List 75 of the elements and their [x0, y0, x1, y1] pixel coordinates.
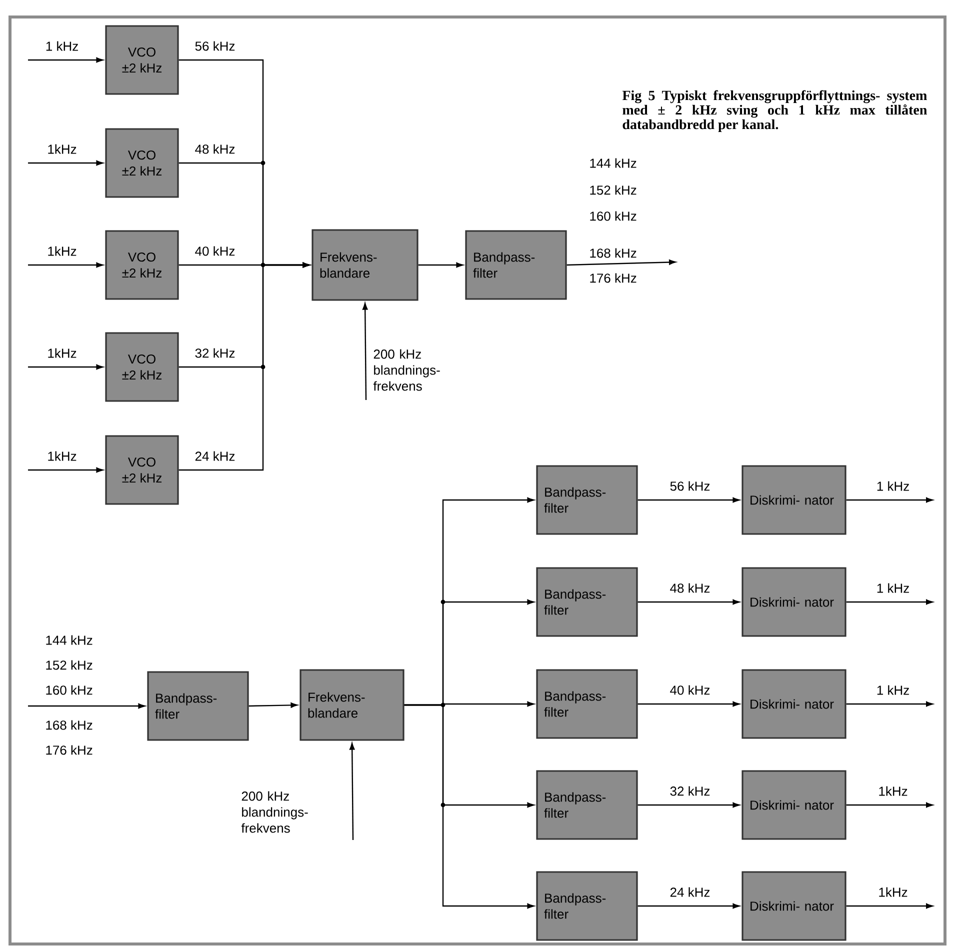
arrow — [638, 903, 740, 909]
filter-box: Bandpass- filter — [465, 230, 567, 300]
arrow — [846, 903, 933, 909]
arrow — [28, 262, 104, 268]
arrow — [28, 467, 104, 473]
discriminator-box: Diskrimi- nator — [742, 871, 846, 941]
edge-label: 1kHz — [48, 144, 76, 154]
frequency-label: 168 kHz — [46, 720, 92, 730]
edge-label: 56 kHz — [670, 481, 710, 491]
vco-box: VCO ±2 kHz — [105, 332, 179, 402]
arrow — [638, 802, 740, 808]
filter-box: Bandpass- filter — [536, 871, 638, 941]
edge-label: 56 kHz — [195, 41, 235, 51]
edge-label: 200 kHz blandnings- frekvens — [373, 349, 440, 391]
edge-label: 1 kHz — [877, 583, 909, 593]
edge-label: 40 kHz — [670, 685, 710, 695]
arrow — [28, 703, 146, 709]
arrow — [846, 497, 933, 503]
arrow — [28, 57, 104, 63]
arrow — [846, 599, 933, 605]
discriminator-box: Diskrimi- nator — [742, 465, 846, 535]
frequency-label: 176 kHz — [46, 745, 92, 755]
edge-label: 1 kHz — [46, 41, 78, 51]
arrow — [248, 702, 298, 708]
arrow — [404, 704, 534, 909]
edge-label: 1kHz — [48, 451, 76, 461]
mixer-box: Frekvens- blandare — [300, 669, 404, 741]
edge-label: 200 kHz blandnings- frekvens — [241, 791, 308, 833]
figure-caption: Fig 5 Typiskt frekvensgruppförflyttnings- system med ± 2 kHz sving och 1 kHz max tillåten databandbredd per kanal. — [622, 90, 927, 132]
filter-box: Bandpass- filter — [536, 465, 638, 535]
frequency-label: 160 kHz — [590, 211, 636, 221]
frequency-label: 144 kHz — [590, 158, 636, 168]
frequency-label: 160 kHz — [46, 685, 92, 695]
arrow — [638, 497, 740, 503]
edge-label: 32 kHz — [195, 348, 235, 358]
discriminator-box: Diskrimi- nator — [742, 770, 846, 840]
frequency-label: 144 kHz — [46, 635, 92, 645]
vco-box: VCO ±2 kHz — [105, 25, 179, 95]
edge-label: 40 kHz — [195, 246, 235, 256]
arrow — [638, 599, 740, 605]
edge-label: 1kHz — [879, 786, 908, 796]
arrow — [28, 160, 104, 166]
filter-box: Bandpass- filter — [147, 671, 249, 741]
vco-box: VCO ±2 kHz — [105, 230, 179, 300]
edge-label: 1kHz — [48, 348, 76, 358]
vco-box: VCO ±2 kHz — [105, 128, 179, 198]
arrow — [638, 701, 740, 707]
edge-label: 24 kHz — [195, 451, 235, 461]
edge-label: 24 kHz — [670, 887, 710, 897]
edge-label: 32 kHz — [670, 786, 710, 796]
edge-label: 48 kHz — [195, 144, 235, 154]
edge-label: 48 kHz — [670, 583, 710, 593]
discriminator-box: Diskrimi- nator — [742, 669, 846, 739]
arrow — [349, 742, 355, 840]
arrow — [362, 302, 368, 400]
frequency-label: 176 kHz — [590, 273, 636, 283]
arrow — [418, 262, 464, 268]
mixer-box: Frekvens- blandare — [312, 229, 418, 301]
edge-label: 1 kHz — [877, 481, 909, 491]
edge-label: 1kHz — [48, 246, 76, 256]
filter-box: Bandpass- filter — [536, 567, 638, 637]
discriminator-box: Diskrimi- nator — [742, 567, 846, 637]
filter-box: Bandpass- filter — [536, 669, 638, 739]
frequency-label: 168 kHz — [590, 248, 636, 258]
edge-label: 1 kHz — [877, 685, 909, 695]
arrow — [28, 364, 104, 370]
edge-label: 1kHz — [879, 887, 908, 897]
arrow — [846, 802, 933, 808]
vco-box: VCO ±2 kHz — [105, 435, 179, 505]
filter-box: Bandpass- filter — [536, 770, 638, 840]
arrow — [566, 260, 676, 266]
arrow — [178, 262, 310, 471]
arrow — [846, 701, 933, 707]
frequency-label: 152 kHz — [590, 185, 636, 195]
frequency-label: 152 kHz — [46, 660, 92, 670]
